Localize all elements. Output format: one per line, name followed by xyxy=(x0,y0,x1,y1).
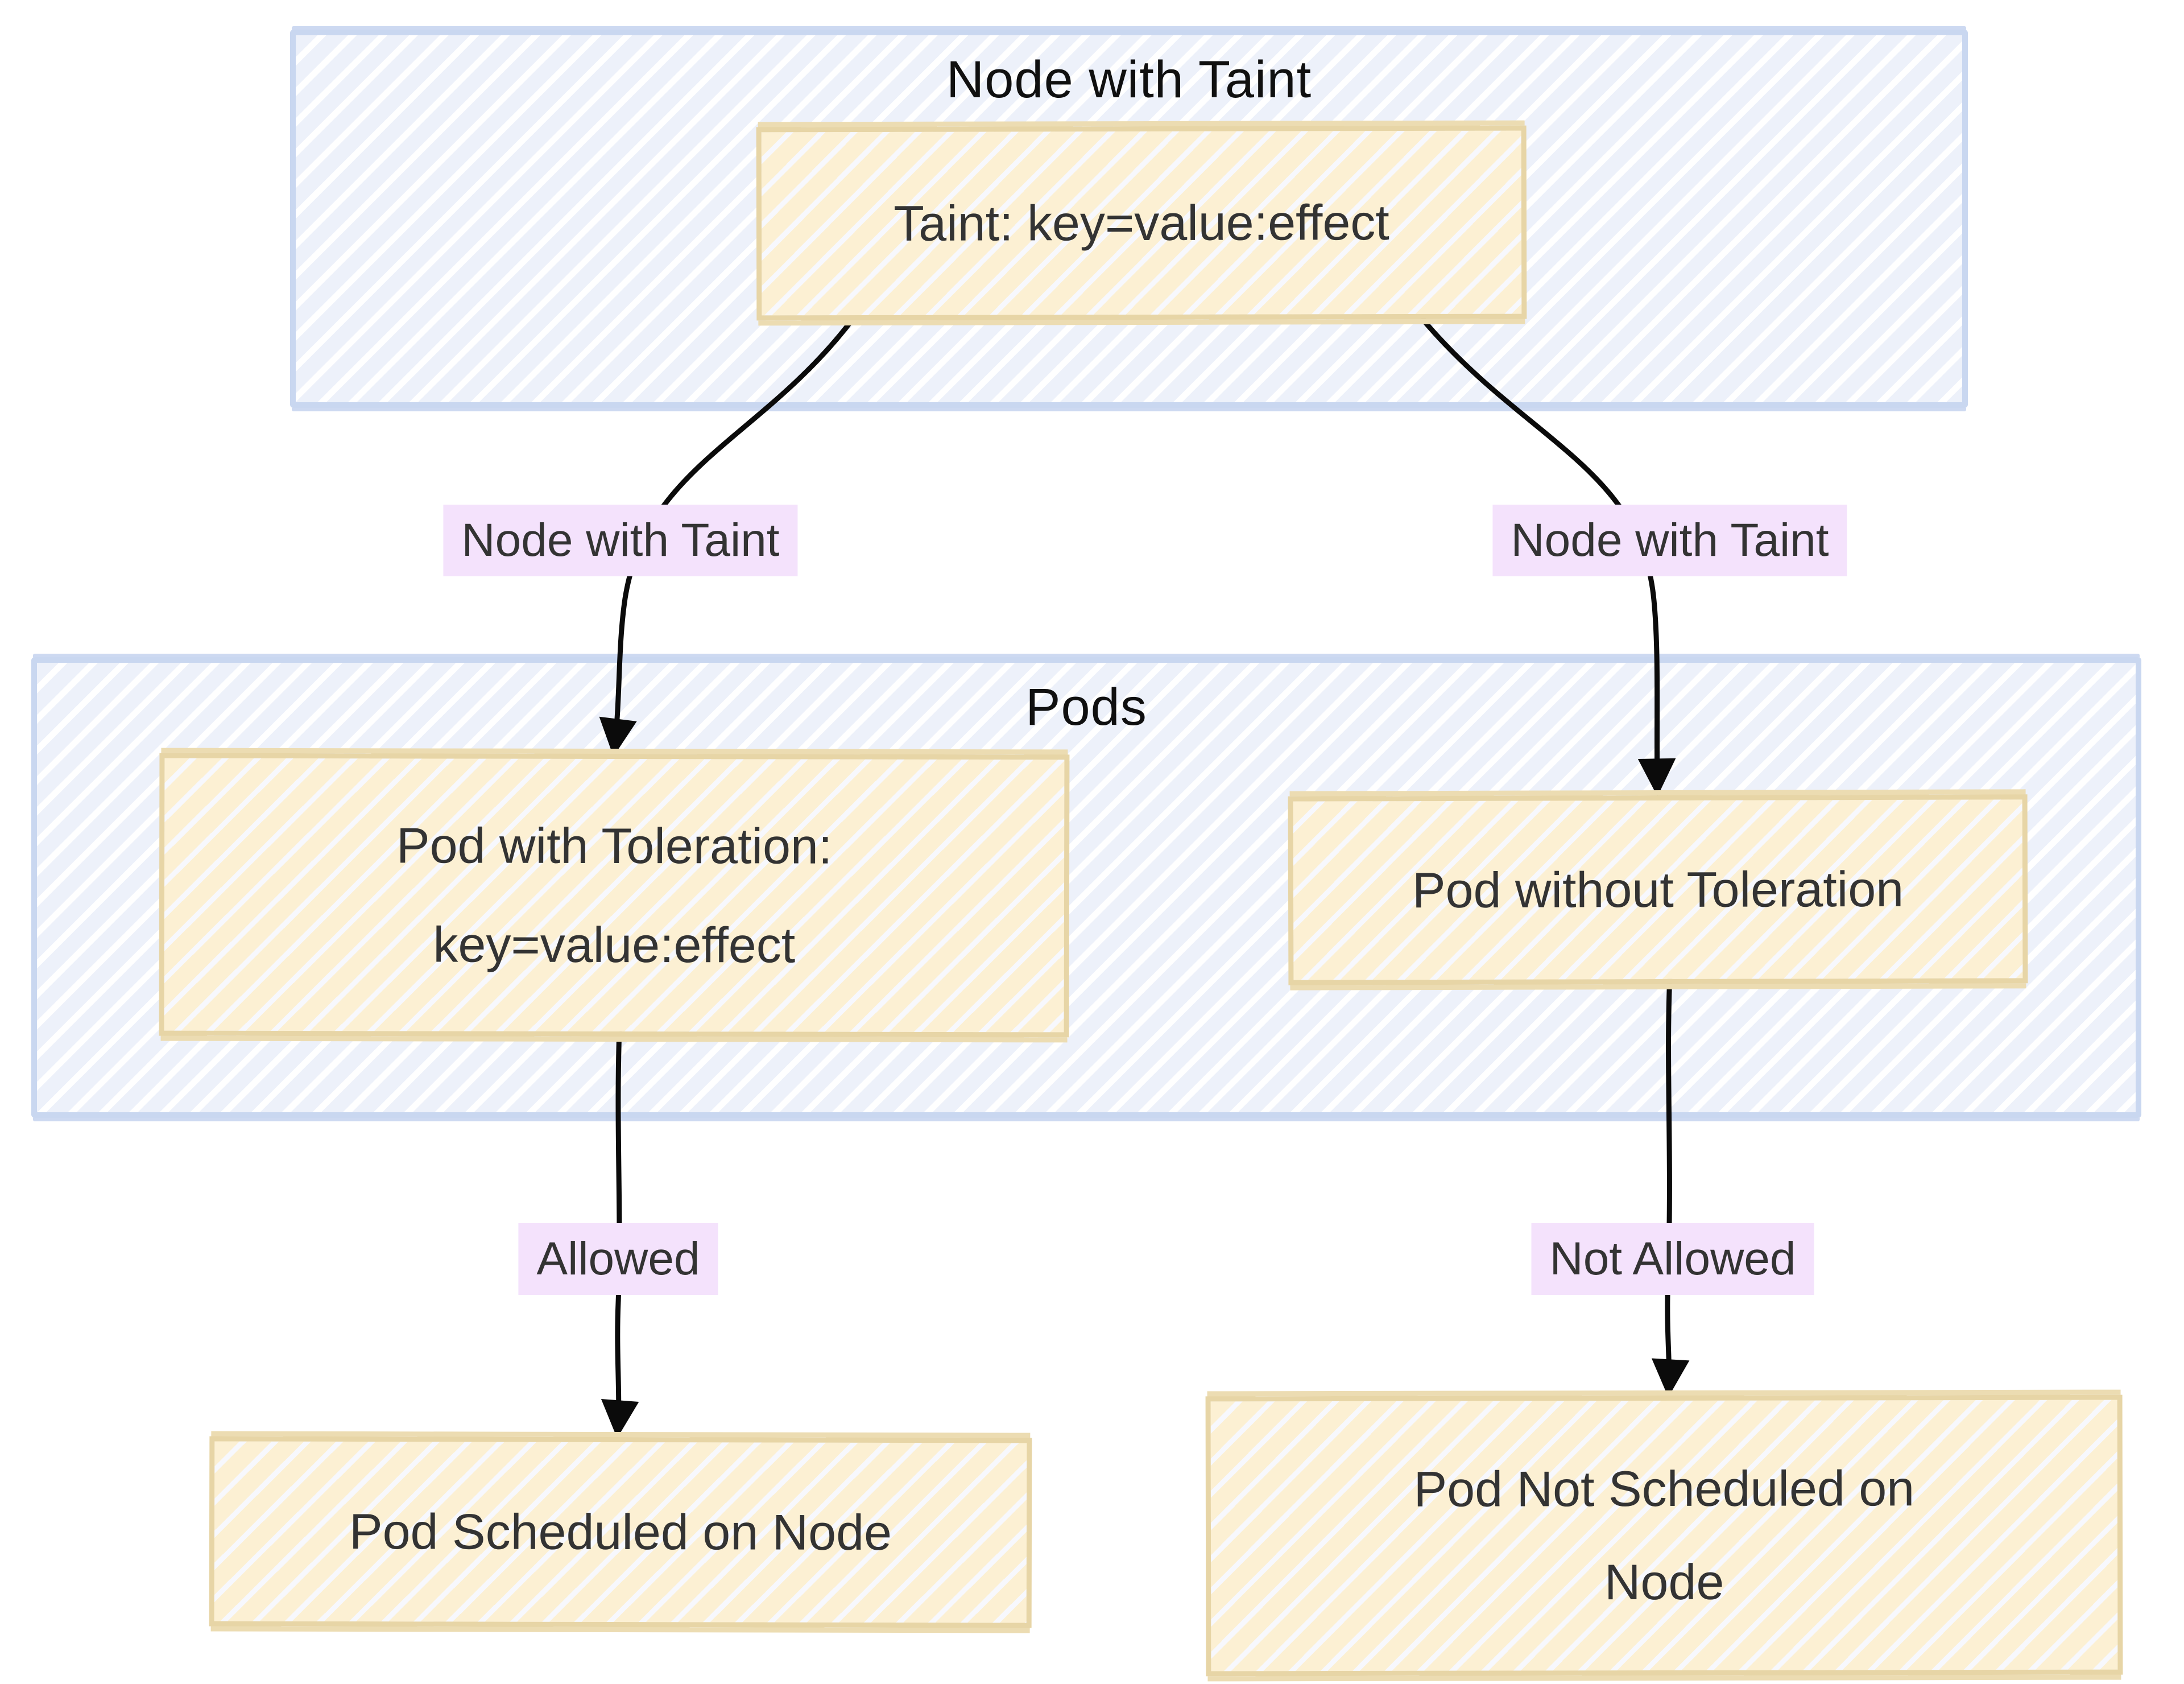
edge-label-node-with-taint-left: Node with Taint xyxy=(443,505,798,576)
cluster-title-pods: Pods xyxy=(1025,678,1147,736)
edge-label-allowed: Allowed xyxy=(518,1223,718,1295)
cluster-title-node-with-taint: Node with Taint xyxy=(946,51,1312,109)
node-pod-with-toleration: Pod with Toleration: key=value:effect xyxy=(159,753,1070,1038)
node-pod-with-toleration-line2: key=value:effect xyxy=(433,915,796,973)
node-pod-scheduled: Pod Scheduled on Node xyxy=(209,1436,1032,1628)
node-taint-label: Taint: key=value:effect xyxy=(894,194,1389,251)
node-taint: Taint: key=value:effect xyxy=(756,125,1527,321)
edge-label-node-with-taint-right: Node with Taint xyxy=(1492,505,1847,576)
node-pod-scheduled-label: Pod Scheduled on Node xyxy=(349,1503,892,1561)
node-pod-without-toleration: Pod without Toleration xyxy=(1288,794,2028,985)
node-pod-with-toleration-line1: Pod with Toleration: xyxy=(396,816,833,874)
node-pod-not-scheduled-line2: Node xyxy=(1604,1553,1724,1611)
edge-label-not-allowed: Not Allowed xyxy=(1531,1223,1814,1295)
node-pod-not-scheduled-line1: Pod Not Scheduled on xyxy=(1413,1460,1915,1517)
node-pod-without-toleration-label: Pod without Toleration xyxy=(1412,860,1904,919)
node-pod-not-scheduled: Pod Not Scheduled on Node xyxy=(1205,1394,2123,1677)
